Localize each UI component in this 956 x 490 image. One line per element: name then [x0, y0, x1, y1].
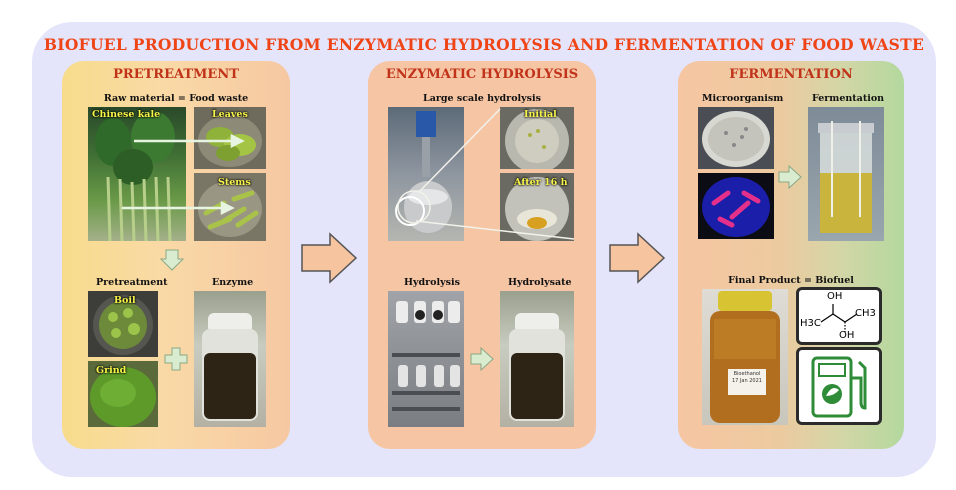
- petri-dish-photo: [698, 107, 774, 169]
- jar-label-line2: 17 Jan 2021: [732, 378, 762, 384]
- chem-ch3: CH3: [855, 308, 876, 319]
- plus-icon: [164, 347, 188, 371]
- main-title: BIOFUEL PRODUCTION FROM ENZYMATIC HYDROL…: [32, 35, 936, 54]
- shaker-incubator-photo: [388, 291, 464, 427]
- right-arrow-icon-2: [608, 232, 666, 284]
- chem-oh-top: OH: [827, 291, 842, 302]
- hydrolysis-label: Hydrolysis: [404, 277, 460, 288]
- biofuel-jar-photo: Bioethanol 17 Jan 2021: [702, 289, 788, 425]
- jar-label-line1: Bioethanol: [734, 371, 761, 377]
- chem-h3c: H3C: [800, 318, 821, 329]
- callout-lines: [368, 61, 596, 261]
- hydrolysate-bottle-photo: [500, 291, 574, 427]
- stained-culture-photo: [698, 173, 774, 239]
- microorganism-label: Microorganism: [702, 93, 783, 104]
- fermentation-arrow-icon: [778, 165, 802, 189]
- enzyme-label: Enzyme: [212, 277, 253, 288]
- right-arrow-icon-1: [300, 232, 358, 284]
- chemical-structure-box: OH H3C CH3 OH: [796, 287, 882, 345]
- down-arrow-icon: [160, 249, 184, 271]
- small-right-arrow-icon: [470, 347, 494, 371]
- sorting-arrows: [62, 61, 290, 261]
- fuel-pump-icon: [796, 347, 882, 425]
- final-product-label: Final Product = Biofuel: [678, 275, 904, 286]
- grind-label: Grind: [96, 365, 126, 376]
- boil-label: Boil: [114, 295, 136, 306]
- fermenter-photo: [808, 107, 884, 241]
- fermentation-label: Fermentation: [812, 93, 884, 104]
- chem-oh-bottom: OH: [839, 330, 854, 341]
- pretreatment-panel: PRETREATMENT Raw material = Food waste C…: [62, 61, 290, 449]
- fermentation-title: FERMENTATION: [678, 67, 904, 82]
- pretreatment-label: Pretreatment: [96, 277, 168, 288]
- hydrolysate-label: Hydrolysate: [508, 277, 572, 288]
- hydrolysis-panel: ENZYMATIC HYDROLYSIS Large scale hydroly…: [368, 61, 596, 449]
- enzyme-bottle-photo: [194, 291, 266, 427]
- fermentation-panel: FERMENTATION Microorganism Fermentation: [678, 61, 904, 449]
